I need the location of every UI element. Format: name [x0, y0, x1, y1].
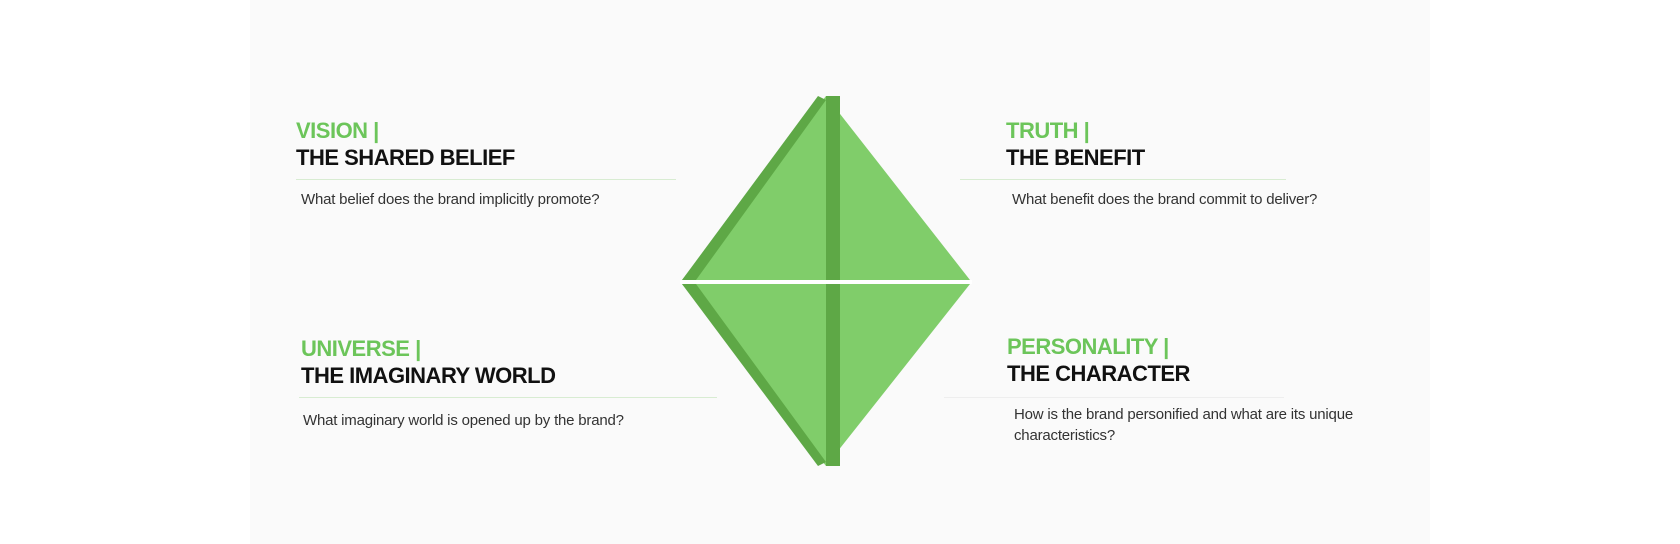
diamond-top-left-edge — [682, 96, 826, 280]
universe-divider — [299, 397, 717, 398]
diamond-bottom-spine — [826, 284, 840, 466]
truth-quadrant: TRUTH | THE BENEFIT — [1006, 118, 1145, 172]
universe-title: THE IMAGINARY WORLD — [301, 363, 556, 388]
personality-question: How is the brand personified and what ar… — [1014, 406, 1353, 444]
personality-divider — [944, 397, 1284, 398]
universe-quadrant: UNIVERSE | THE IMAGINARY WORLD — [301, 336, 556, 390]
diamond-top-spine — [826, 96, 840, 280]
truth-question: What benefit does the brand commit to de… — [1012, 191, 1318, 208]
diamond-bottom-right-face — [826, 284, 970, 466]
vision-divider — [296, 179, 676, 180]
vision-title: THE SHARED BELIEF — [296, 145, 515, 170]
diamond-bottom-left-edge — [682, 284, 826, 466]
vision-quadrant: VISION | THE SHARED BELIEF — [296, 118, 515, 172]
personality-title: THE CHARACTER — [1007, 361, 1190, 386]
personality-kicker: PERSONALITY | — [1007, 334, 1169, 359]
diamond-top-right-face — [826, 96, 970, 280]
truth-divider — [960, 179, 1286, 180]
vision-question: What belief does the brand implicitly pr… — [301, 191, 600, 208]
truth-title: THE BENEFIT — [1006, 145, 1145, 170]
diamond-divider — [680, 280, 972, 284]
truth-kicker: TRUTH | — [1006, 118, 1090, 143]
personality-quadrant: PERSONALITY | THE CHARACTER — [1007, 334, 1190, 388]
universe-kicker: UNIVERSE | — [301, 336, 421, 361]
vision-kicker: VISION | — [296, 118, 379, 143]
universe-question: What imaginary world is opened up by the… — [303, 412, 624, 429]
